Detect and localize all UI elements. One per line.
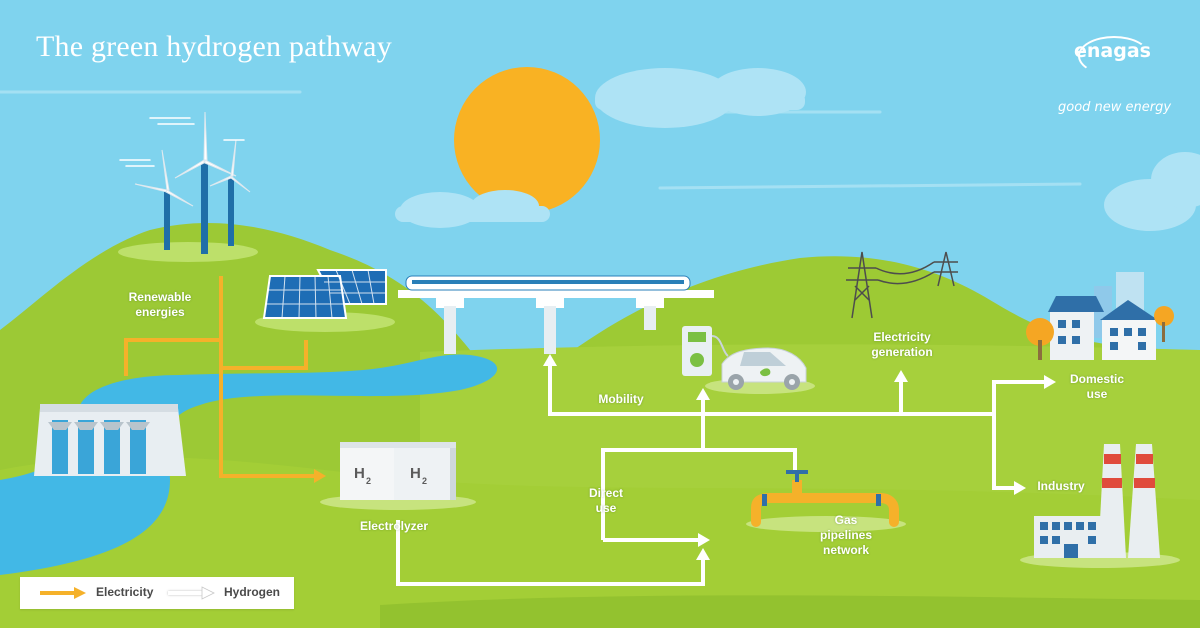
legend-hydrogen-label: Hydrogen <box>224 585 281 599</box>
solar-panel-icon <box>255 269 395 332</box>
legend-arrows <box>40 586 215 600</box>
svg-text:2: 2 <box>366 476 371 486</box>
label-electricity-generation: Electricity generation <box>871 330 933 359</box>
hydrogen-arrowheads <box>543 354 1056 560</box>
wind-turbine-icon <box>118 111 258 262</box>
h2-label-right: H <box>410 465 421 482</box>
legend-electricity-label: Electricity <box>96 585 154 599</box>
electricity-flow <box>124 276 316 478</box>
h2-label-left: H <box>354 465 365 482</box>
sun-icon <box>454 67 600 213</box>
brand-logo-ring <box>1078 36 1150 76</box>
label-renewable-energies: Renewable energies <box>128 290 192 319</box>
electrolyzer-icon: H 2 H 2 <box>320 442 476 510</box>
train-icon <box>398 275 714 354</box>
brand-tagline: good new energy <box>1058 100 1172 115</box>
cloud-icon <box>395 68 1200 231</box>
hydro-dam-icon <box>34 404 186 476</box>
label-electrolyzer: Electrolyzer <box>359 519 429 533</box>
label-direct-use: Direct use <box>588 486 623 515</box>
brand-logo: enagas <box>1074 40 1151 62</box>
hydrogen-flow <box>396 366 1046 586</box>
houses-icon <box>1026 272 1174 360</box>
page-title: The green hydrogen pathway <box>36 30 392 63</box>
factory-icon <box>1020 444 1180 568</box>
label-gas-pipelines-network: Gas pipelines network <box>819 513 872 557</box>
svg-text:2: 2 <box>422 476 427 486</box>
label-mobility: Mobility <box>598 392 644 406</box>
gas-pipeline-icon <box>746 470 906 532</box>
label-industry: Industry <box>1037 479 1085 493</box>
legend: Electricity Hydrogen <box>20 577 294 609</box>
car-icon <box>721 347 807 390</box>
label-domestic-use: Domestic use <box>1069 372 1125 401</box>
charging-station-icon <box>682 326 815 394</box>
power-pylon-icon <box>846 251 958 319</box>
electricity-arrowhead <box>314 469 326 483</box>
